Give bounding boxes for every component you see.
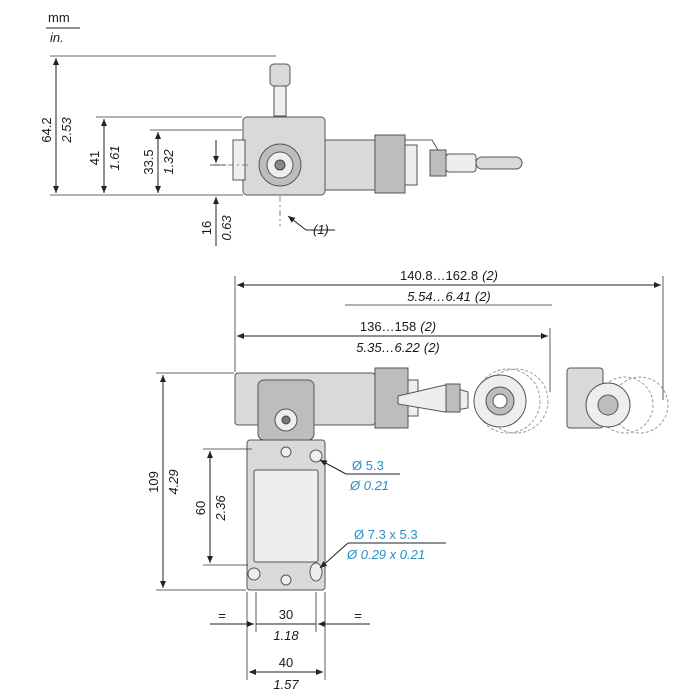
hole-top-right — [309, 449, 323, 463]
switch-pivot-center — [281, 415, 291, 425]
equal-mark-left: = — [218, 608, 226, 623]
hole-round-in: Ø 0.21 — [349, 478, 389, 493]
dim-height-109-in: 4.29 — [166, 469, 181, 494]
dim-span-inner-mm: 136…158 — [360, 319, 416, 334]
rod-tip — [475, 156, 523, 170]
top-view-dimensions: 64.2 2.53 41 1.61 33.5 1.32 16 0.63 (1) — [39, 117, 329, 241]
dim-height-total-mm: 64.2 — [39, 117, 54, 142]
dim-height-axis-mm: 33.5 — [141, 149, 156, 174]
equal-mark-right: = — [354, 608, 362, 623]
roller-hub — [274, 159, 286, 171]
dim-span-inner-in-group: 5.35…6.22 (2) — [356, 340, 440, 355]
dim-span-outer-mm: 140.8…162.8 — [400, 268, 478, 283]
front-roller-hub — [492, 393, 508, 409]
note-ref-1: (1) — [313, 222, 329, 237]
hole-round-mm: Ø 5.3 — [352, 458, 384, 473]
rod-sleeve — [445, 153, 477, 173]
dim-span-inner-mm-group: 136…158 (2) — [360, 319, 436, 334]
dim-hole-spacing-in: 2.36 — [213, 495, 228, 522]
dim-span-outer-in-group: 5.54…6.41 (2) — [407, 289, 491, 304]
screw-top — [280, 446, 292, 458]
front-view-drawing — [156, 276, 669, 680]
dim-height-mid-in: 1.61 — [107, 145, 122, 170]
dim-width-inner-mm: 30 — [279, 607, 293, 622]
slot-bottom-right — [309, 562, 323, 582]
arm-collar — [374, 134, 406, 194]
dim-width-outer-in: 1.57 — [273, 677, 299, 692]
knob-stem — [273, 85, 287, 117]
top-view-drawing — [50, 55, 523, 246]
dim-height-109-mm: 109 — [146, 471, 161, 493]
switch-label-window — [253, 469, 319, 563]
dim-width-inner-in: 1.18 — [273, 628, 299, 643]
dim-span-outer-in: 5.54…6.41 — [407, 289, 471, 304]
units-legend: mm in. — [46, 10, 80, 45]
arm-nut — [404, 144, 418, 186]
hole-slot-mm: Ø 7.3 x 5.3 — [354, 527, 418, 542]
side-roller-hub — [597, 394, 619, 416]
hole-bottom-left — [247, 567, 261, 581]
upper-rod-clamp — [445, 383, 461, 413]
rod-clamp — [429, 149, 447, 177]
dim-span-inner-in-note: (2) — [424, 340, 440, 355]
hole-slot-in: Ø 0.29 x 0.21 — [346, 547, 425, 562]
head-left-tab — [232, 139, 246, 181]
dim-offset-mm: 16 — [199, 221, 214, 235]
unit-inch-label: in. — [50, 30, 64, 45]
front-view-dimensions: 140.8…162.8 (2) 5.54…6.41 (2) 136…158 (2) 5… — [146, 268, 498, 692]
dim-span-outer-in-note: (2) — [475, 289, 491, 304]
dim-span-inner-in: 5.35…6.22 — [356, 340, 420, 355]
screw-bottom — [280, 574, 292, 586]
dim-width-outer-mm: 40 — [279, 655, 293, 670]
dim-span-inner-note: (2) — [420, 319, 436, 334]
dim-height-axis-in: 1.32 — [161, 149, 176, 175]
dim-hole-spacing-mm: 60 — [193, 501, 208, 515]
dim-offset-in: 0.63 — [219, 215, 234, 241]
unit-mm-label: mm — [48, 10, 70, 25]
dim-height-total-in: 2.53 — [59, 117, 74, 144]
dim-height-mid-mm: 41 — [87, 151, 102, 165]
arm-tube — [324, 139, 376, 191]
dim-span-outer-mm-group: 140.8…162.8 (2) — [400, 268, 498, 283]
dim-span-outer-note: (2) — [482, 268, 498, 283]
knob-head — [269, 63, 291, 87]
